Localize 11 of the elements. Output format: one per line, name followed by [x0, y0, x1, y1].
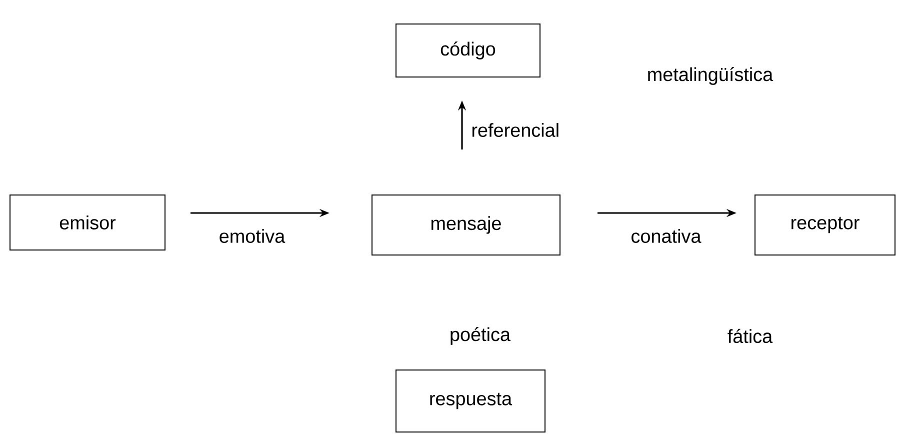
function-label: metalingüística	[648, 67, 774, 85]
function-label: poética	[450, 327, 511, 345]
box: mensaje	[372, 194, 560, 256]
edge-label: emotiva	[220, 229, 286, 243]
box: respuesta	[396, 370, 546, 432]
box: receptor	[754, 194, 896, 256]
edge-label: conativa	[632, 229, 702, 243]
box: código	[396, 24, 540, 78]
box: emisor	[10, 194, 166, 250]
function-label: fática	[728, 328, 773, 344]
edge-label: referencial	[472, 123, 558, 137]
